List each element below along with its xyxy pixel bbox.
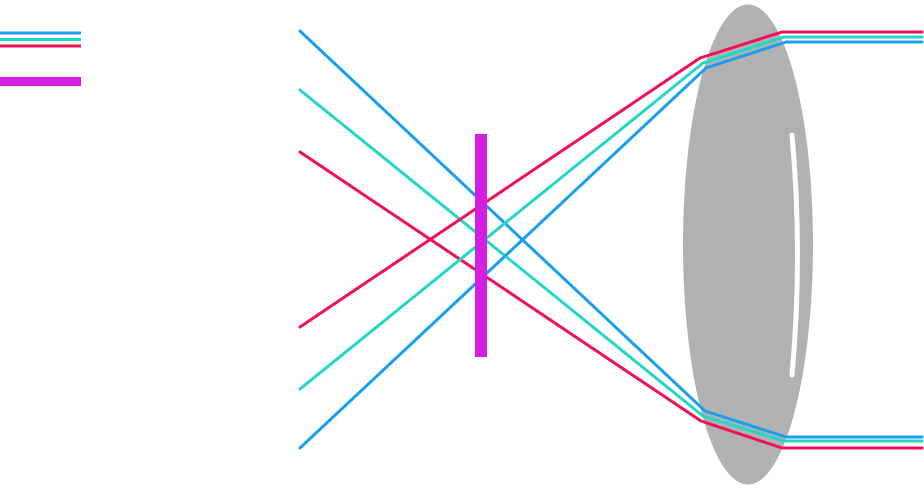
ray-red-lower	[298, 150, 924, 450]
rays-lower	[298, 29, 924, 450]
legend-aperture-swatch	[0, 77, 81, 86]
aperture-stop	[475, 134, 487, 357]
ray-blue-lower	[298, 29, 924, 439]
lens-body	[683, 4, 813, 485]
ray-cyan-upper	[298, 35, 924, 391]
ray-red-upper	[298, 30, 924, 329]
ray-cyan-lower	[298, 88, 924, 443]
legend	[0, 31, 81, 86]
ray-blue-upper	[298, 40, 924, 450]
lens	[683, 4, 813, 485]
lens-highlight	[789, 132, 800, 378]
rays-upper	[298, 30, 924, 450]
